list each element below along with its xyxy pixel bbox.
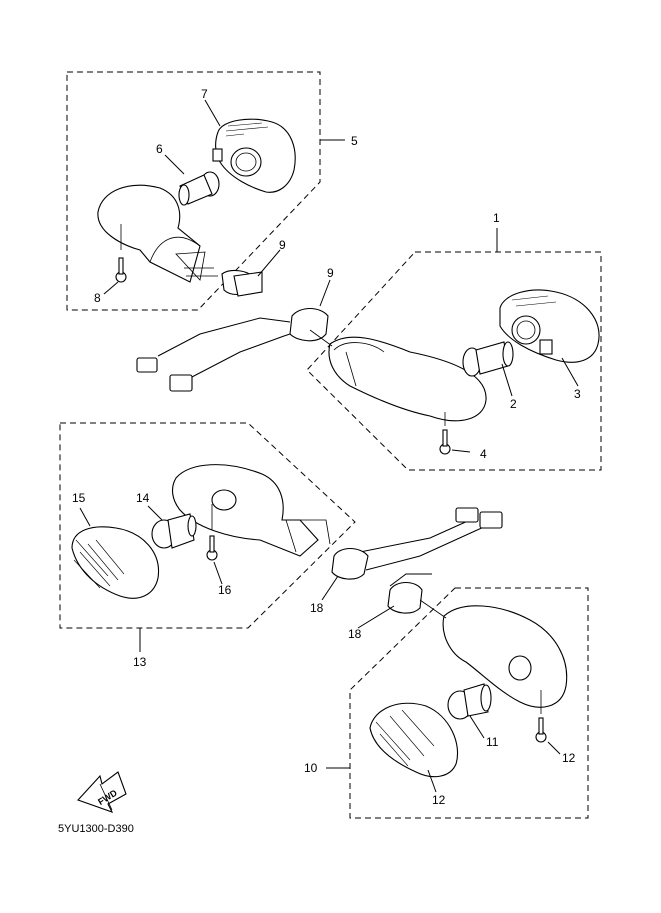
part-7-lens-front-left: [212, 118, 296, 193]
group-1-front-right-flasher: [306, 251, 602, 471]
callout-9-upper-right: 9: [327, 266, 334, 280]
part-housing-front-right: [309, 329, 487, 422]
callout-7: 7: [201, 87, 208, 101]
part-16-lens-rear-left: [71, 526, 160, 599]
part-8-screw-front-left: [115, 224, 127, 283]
callout-18-left: 18: [310, 601, 324, 615]
callout-18-right: 18: [348, 627, 362, 641]
part-18-grommet-left: [331, 547, 369, 580]
wiring-front-left: [136, 317, 297, 392]
part-housing-front-left: [97, 184, 218, 283]
callout-17: 16: [218, 583, 232, 597]
callout-4: 4: [480, 447, 487, 461]
callout-3: 3: [574, 387, 581, 401]
callout-14: 13: [133, 655, 147, 669]
part-15-bulb-rear-left: [151, 513, 197, 549]
fwd-arrow-icon: FWD: [77, 771, 127, 813]
callout-2: 2: [510, 397, 517, 411]
part-11-bulb-rear-right: [447, 683, 492, 720]
callout-5: 5: [351, 134, 358, 148]
group-10-rear-right-flasher: [349, 587, 589, 819]
part-17-screw-rear-left: [206, 504, 218, 561]
part-6-bulb-front-left: [178, 171, 220, 206]
part-2-bulb-front-right: [462, 341, 514, 377]
callout-13: 12: [562, 751, 576, 765]
callout-15: 14: [136, 491, 150, 505]
part-18-grommet-right: [387, 581, 423, 614]
part-12-lens-rear-right: [369, 702, 458, 778]
leader-lines: [79, 99, 579, 793]
callout-16: 15: [72, 491, 86, 505]
callout-1: 1: [493, 211, 500, 225]
wiring-rear: [359, 507, 503, 587]
group-5-front-left-flasher: [66, 71, 321, 311]
callout-11: 11: [486, 735, 499, 749]
part-13-screw-rear-right: [535, 690, 547, 743]
part-9-grommet-upper-right: [289, 307, 329, 342]
part-housing-rear-left: [171, 464, 331, 557]
callout-10: 10: [304, 761, 318, 775]
part-9-grommet-upper-left: [221, 269, 263, 297]
callout-6: 6: [156, 142, 163, 156]
callout-9-upper-left: 9: [279, 238, 286, 252]
callout-12: 12: [432, 793, 446, 807]
callout-8: 8: [94, 291, 101, 305]
part-housing-rear-right: [419, 599, 568, 708]
drawing-code: 5YU1300-D390: [58, 823, 134, 835]
part-3-lens-front-right: [499, 289, 600, 363]
part-4-screw-front-right: [439, 412, 451, 455]
